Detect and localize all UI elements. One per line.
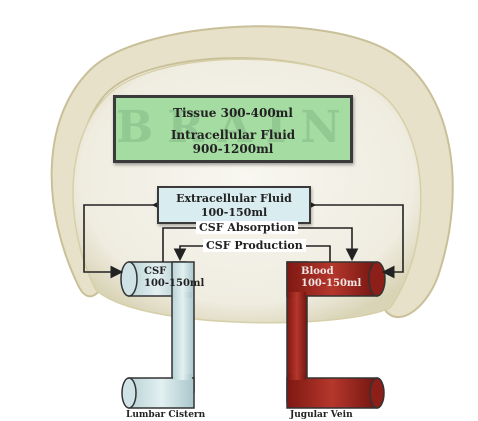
- jugular-vein-label: Jugular Vein: [290, 410, 353, 420]
- intracellular-label: Intracellular Fluid: [170, 128, 296, 142]
- blood-tube-label: Blood 100-150ml: [301, 266, 361, 290]
- intracellular-volume: 900-1200ml: [192, 142, 274, 156]
- csf-tube-name: CSF: [144, 266, 167, 277]
- right-exchange-arrow: [303, 198, 404, 279]
- lumbar-cistern-label: Lumbar Cistern: [126, 410, 206, 420]
- tissue-box: BRAIN Tissue 300-400ml Intracellular Flu…: [113, 95, 353, 163]
- brain-watermark: BRAIN: [116, 102, 355, 153]
- csf-production-label: CSF Production: [203, 239, 306, 252]
- csf-absorption-label: CSF Absorption: [196, 221, 299, 234]
- blood-tube-name: Blood: [301, 266, 334, 277]
- extracellular-label: Extracellular Fluid: [176, 192, 292, 205]
- blood-tube: [286, 261, 386, 409]
- blood-tube-volume: 100-150ml: [301, 278, 362, 289]
- extracellular-box: Extracellular Fluid 100-150ml: [157, 186, 311, 224]
- csf-tube-volume: 100-150ml: [144, 278, 205, 289]
- left-exchange-arrow: [83, 198, 165, 279]
- csf-tube-label: CSF 100-150ml: [144, 266, 204, 290]
- tissue-label: Tissue 300-400ml: [173, 106, 293, 120]
- extracellular-volume: 100-150ml: [200, 206, 268, 219]
